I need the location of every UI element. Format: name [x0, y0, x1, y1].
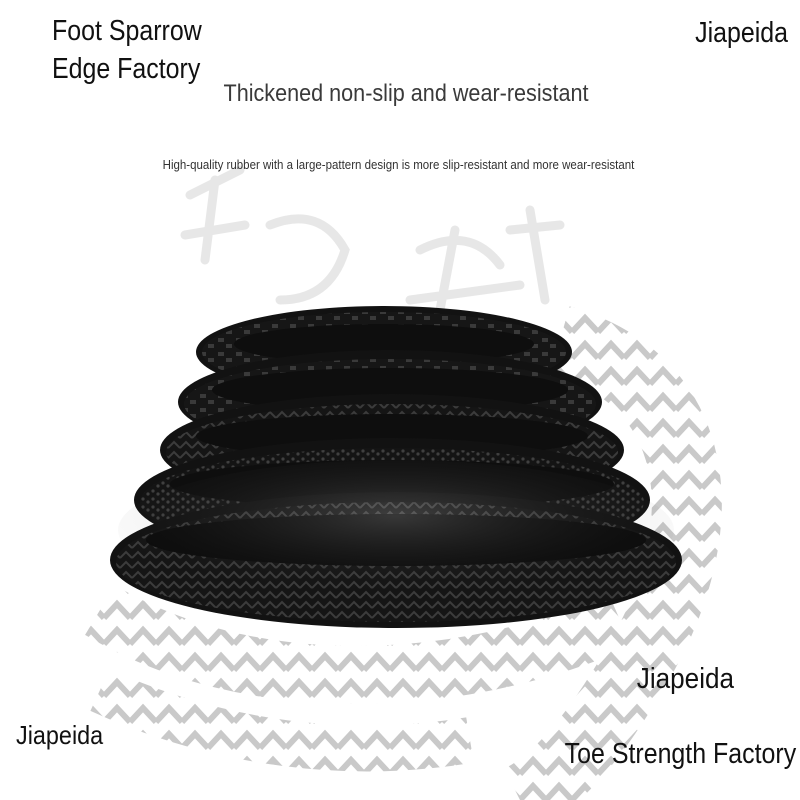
tire-stack	[110, 306, 682, 628]
corner-text-top-left-line1: Foot Sparrow	[52, 15, 202, 47]
brand-bottom-left: Jiapeida	[16, 720, 104, 750]
corner-text-top-left-line2: Edge Factory	[52, 53, 201, 85]
background-tire-tracks	[85, 306, 722, 800]
brand-mid-right: Jiapeida	[636, 663, 734, 695]
corner-text-bottom-right: Toe Strength Factory	[564, 738, 796, 770]
brand-top-right: Jiapeida	[695, 17, 788, 49]
headline: Thickened non-slip and wear-resistant	[223, 80, 589, 107]
tire-5	[110, 460, 682, 628]
background-watermark	[180, 165, 565, 315]
subheadline: High-quality rubber with a large-pattern…	[162, 158, 635, 172]
corner-text-top-left: Foot Sparrow Edge Factory	[52, 12, 202, 88]
